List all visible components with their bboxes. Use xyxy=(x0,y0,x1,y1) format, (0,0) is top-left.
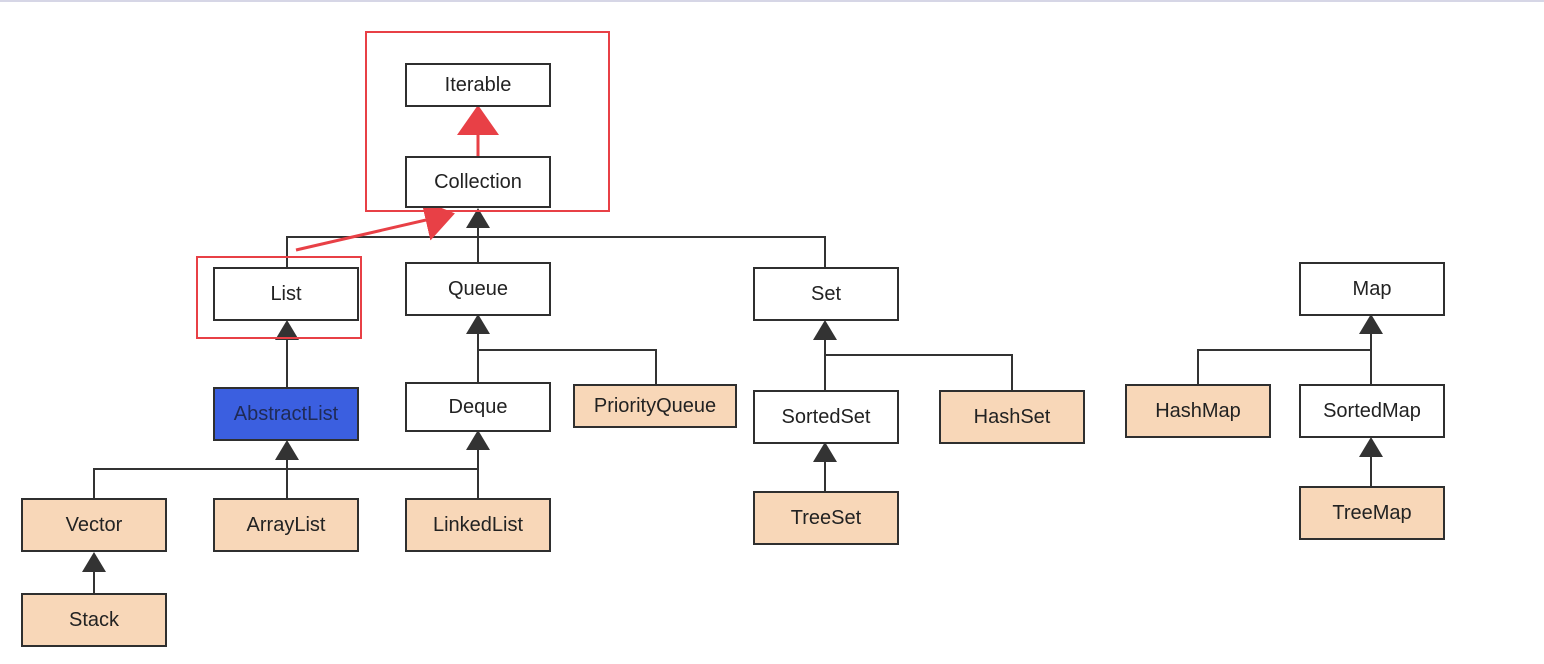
node-sorted-map: SortedMap xyxy=(1299,384,1445,438)
node-sorted-set: SortedSet xyxy=(753,390,899,444)
node-deque: Deque xyxy=(405,382,551,432)
node-vector: Vector xyxy=(21,498,167,552)
node-list: List xyxy=(213,267,359,321)
node-iterable: Iterable xyxy=(405,63,551,107)
node-array-list: ArrayList xyxy=(213,498,359,552)
node-priority-queue: PriorityQueue xyxy=(573,384,737,428)
edge-vector-abstractlist xyxy=(93,468,478,498)
node-queue: Queue xyxy=(405,262,551,316)
highlight-box-list xyxy=(196,256,362,339)
node-stack: Stack xyxy=(21,593,167,647)
node-tree-map: TreeMap xyxy=(1299,486,1445,540)
edge-hashmap-map xyxy=(1197,349,1371,384)
node-linked-list: LinkedList xyxy=(405,498,551,552)
edge-list-collection xyxy=(286,236,826,267)
edge-priorityqueue-queue xyxy=(478,349,657,384)
node-hash-map: HashMap xyxy=(1125,384,1271,438)
node-set: Set xyxy=(753,267,899,321)
node-collection: Collection xyxy=(405,156,551,208)
annotation-arrow xyxy=(295,199,455,252)
node-tree-set: TreeSet xyxy=(753,491,899,545)
node-map: Map xyxy=(1299,262,1445,316)
node-hash-set: HashSet xyxy=(939,390,1085,444)
highlight-box-iterable-collection xyxy=(365,31,610,212)
top-divider xyxy=(0,0,1544,2)
edge-hashset-set xyxy=(825,354,1013,390)
node-abstract-list: AbstractList xyxy=(213,387,359,441)
